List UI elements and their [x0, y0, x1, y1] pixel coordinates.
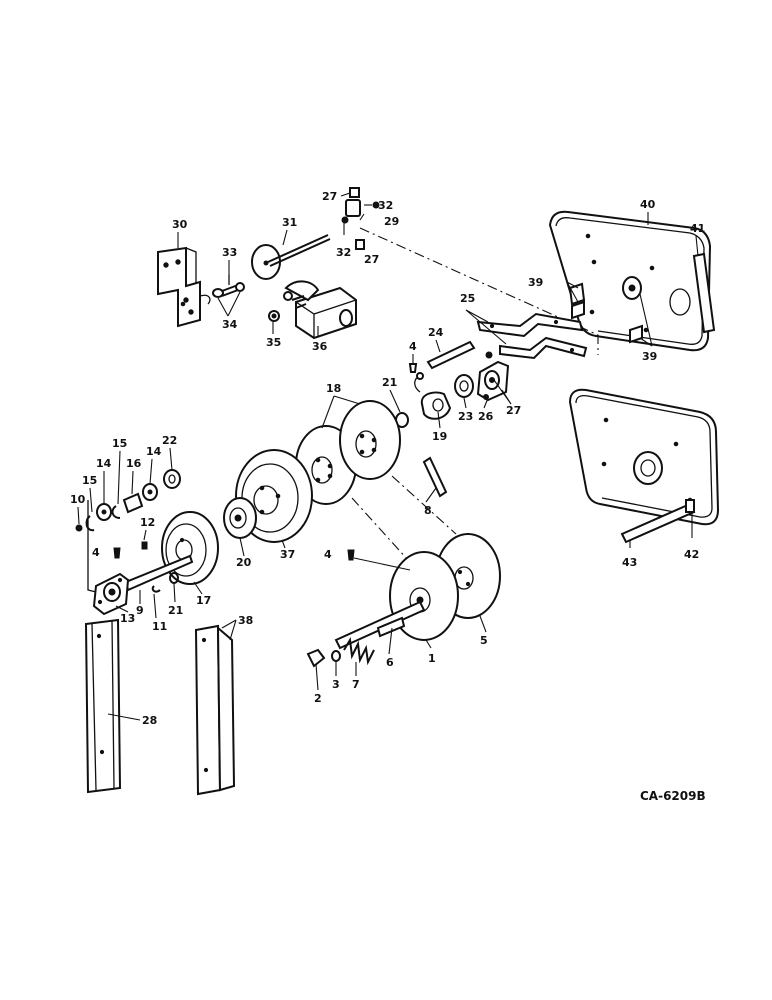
- callout-27-mid: 27: [364, 253, 379, 266]
- callout-14-right: 14: [146, 445, 162, 458]
- part-30-bracket: [157, 246, 201, 328]
- callout-5: 5: [480, 634, 488, 647]
- callout-42: 42: [684, 548, 699, 561]
- part-4-fitting-top: [408, 363, 418, 373]
- callout-labels: 30 31 33 34 35 36 27 32 29 32 27 40 41 3…: [70, 190, 705, 727]
- callout-39-bottom: 39: [642, 350, 657, 363]
- part-21-ring-left: [169, 572, 179, 584]
- callout-14-left: 14: [96, 457, 112, 470]
- part-15-ring-a: [85, 515, 95, 532]
- part-35-nut: [268, 310, 280, 322]
- part-25-bracket: [476, 312, 588, 360]
- callout-23: 23: [458, 410, 473, 423]
- callout-1: 1: [428, 652, 436, 665]
- callout-28: 28: [142, 714, 157, 727]
- callout-41: 41: [690, 222, 705, 235]
- part-23-bearing: [454, 374, 474, 398]
- part-14-washer-b: [142, 483, 158, 501]
- callout-22: 22: [162, 434, 177, 447]
- part-40-panel: [548, 210, 712, 352]
- part-18-pulley-rear: [339, 400, 401, 480]
- part-17-pulley: [161, 511, 219, 585]
- part-11-clip: [151, 585, 161, 593]
- callout-30: 30: [172, 218, 188, 231]
- callout-3: 3: [332, 678, 340, 691]
- part-15-ring-b: [111, 505, 121, 519]
- part-19-hub: [414, 372, 452, 420]
- callout-36: 36: [312, 340, 328, 353]
- callout-20: 20: [236, 556, 252, 569]
- part-3-washer: [331, 650, 341, 662]
- callout-24: 24: [428, 326, 444, 339]
- callout-8: 8: [424, 504, 432, 517]
- part-24-bar: [426, 340, 476, 370]
- callout-18: 18: [326, 382, 341, 395]
- callout-4-top: 4: [409, 340, 417, 353]
- callout-15-left: 15: [82, 474, 97, 487]
- part-38-channel: [194, 624, 236, 796]
- part-41-strip: [692, 252, 716, 334]
- callout-13: 13: [120, 612, 135, 625]
- part-29-block: [341, 187, 380, 250]
- part-20-hub: [223, 497, 257, 539]
- callout-40: 40: [640, 198, 656, 211]
- part-12-key: [141, 541, 148, 550]
- part-31-plate-shaft: [251, 234, 331, 280]
- part-42-panel: [568, 388, 720, 526]
- part-14-washer-a: [96, 503, 112, 521]
- callout-32-right: 32: [378, 199, 393, 212]
- callout-10: 10: [70, 493, 86, 506]
- callout-33: 33: [222, 246, 237, 259]
- part-22-nut: [163, 469, 181, 489]
- callout-7: 7: [352, 678, 360, 691]
- part-7-spring: [343, 637, 375, 666]
- callout-34: 34: [222, 318, 238, 331]
- drawing-code: CA-6209B: [640, 789, 706, 803]
- part-26-bearing-housing: [476, 351, 510, 402]
- callout-2: 2: [314, 692, 322, 705]
- callout-43: 43: [622, 556, 637, 569]
- callout-17: 17: [196, 594, 211, 607]
- callout-39-left: 39: [528, 276, 543, 289]
- callout-12: 12: [140, 516, 155, 529]
- callout-32-left: 32: [336, 246, 351, 259]
- part-4-fitting-left: [113, 547, 121, 559]
- callout-27-right: 27: [506, 404, 521, 417]
- callout-4-lower: 4: [324, 548, 332, 561]
- callout-27-top: 27: [322, 190, 337, 203]
- callout-19: 19: [432, 430, 447, 443]
- callout-38: 38: [238, 614, 253, 627]
- callout-9: 9: [136, 604, 144, 617]
- part-43-rod: [620, 499, 696, 544]
- part-13-flange-bearing: [92, 572, 130, 616]
- leader-lines: [77, 192, 699, 721]
- callout-35: 35: [266, 336, 281, 349]
- callout-37: 37: [280, 548, 295, 561]
- callout-21-top: 21: [382, 376, 397, 389]
- part-33-34-fasteners: [199, 275, 245, 305]
- part-2-nut: [306, 648, 326, 668]
- part-6-shaft: [334, 600, 426, 650]
- callout-11: 11: [152, 620, 167, 633]
- part-16-bushing: [122, 492, 144, 514]
- callout-26: 26: [478, 410, 494, 423]
- callout-4-left: 4: [92, 546, 100, 559]
- callout-16: 16: [126, 457, 142, 470]
- callout-25: 25: [460, 292, 475, 305]
- part-10-nut: [75, 524, 83, 532]
- part-28-channel: [84, 618, 122, 794]
- callout-31: 31: [282, 216, 297, 229]
- callout-15-top: 15: [112, 437, 127, 450]
- part-36-housing: [283, 280, 357, 340]
- callout-6: 6: [386, 656, 394, 669]
- part-8-spring: [422, 456, 448, 498]
- part-4-fitting-lower: [347, 549, 411, 571]
- callout-29: 29: [384, 215, 399, 228]
- callout-21-left: 21: [168, 604, 183, 617]
